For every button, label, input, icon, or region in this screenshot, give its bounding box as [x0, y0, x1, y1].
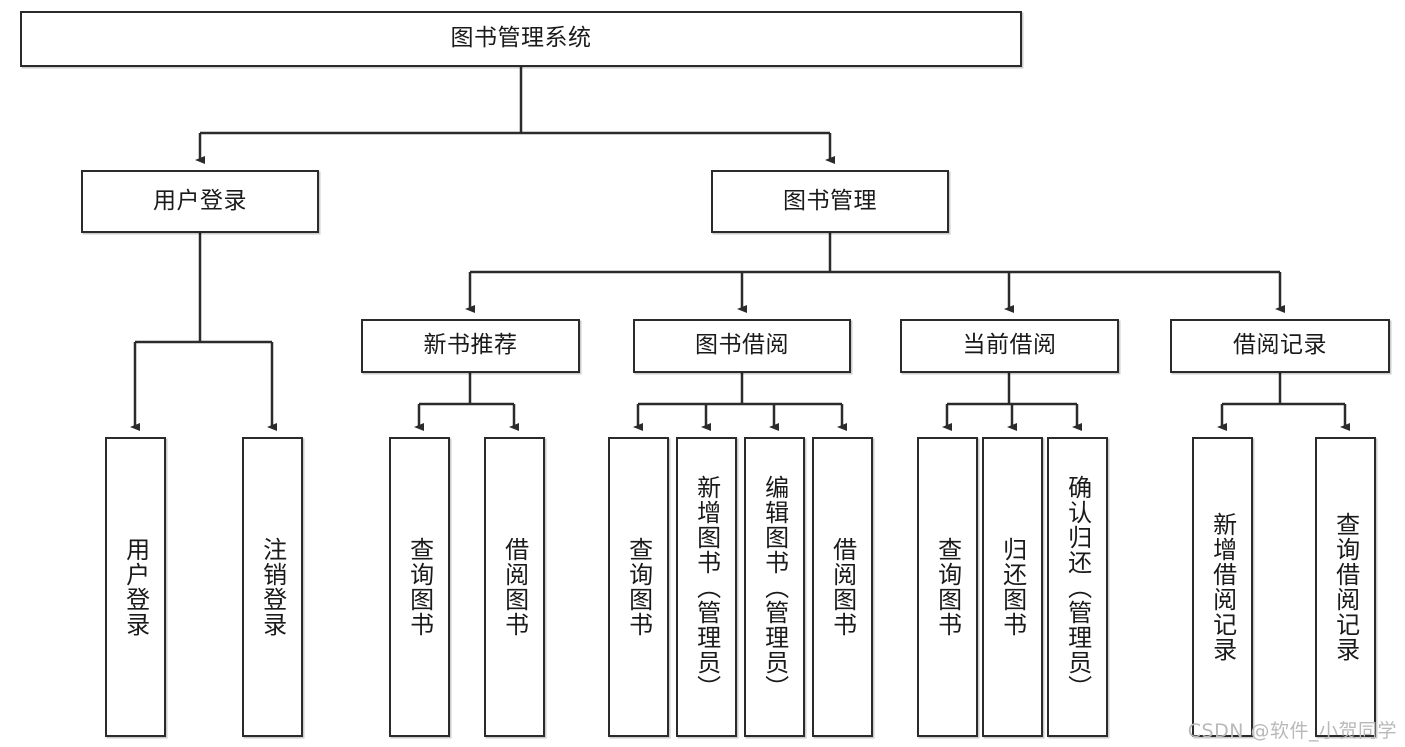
node-label: 查询借阅记录: [1331, 512, 1360, 662]
leaf-query-book-recommend[interactable]: 查询图书: [389, 437, 450, 737]
node-label: 新增图书（管理员）: [692, 474, 721, 700]
node-label: 查询图书: [933, 537, 962, 637]
leaf-borrow-book[interactable]: 借阅图书: [812, 437, 873, 737]
leaf-user-login[interactable]: 用户登录: [105, 437, 166, 737]
node-book-management[interactable]: 图书管理: [711, 170, 949, 233]
leaf-query-book-borrow[interactable]: 查询图书: [608, 437, 669, 737]
leaf-confirm-return-admin[interactable]: 确认归还（管理员）: [1047, 437, 1108, 737]
node-book-borrow[interactable]: 图书借阅: [633, 319, 851, 373]
node-new-book-recommend[interactable]: 新书推荐: [361, 319, 580, 373]
node-label: 借阅图书: [500, 537, 529, 637]
node-label: 用户登录: [121, 537, 150, 637]
leaf-query-book-current[interactable]: 查询图书: [917, 437, 978, 737]
leaf-add-borrow-record[interactable]: 新增借阅记录: [1192, 437, 1253, 737]
leaf-edit-book-admin[interactable]: 编辑图书（管理员）: [744, 437, 805, 737]
leaf-query-borrow-record[interactable]: 查询借阅记录: [1315, 437, 1376, 737]
node-label: 编辑图书（管理员）: [760, 474, 789, 700]
node-user-login[interactable]: 用户登录: [81, 170, 319, 233]
leaf-borrow-book-recommend[interactable]: 借阅图书: [484, 437, 545, 737]
node-label: 新书推荐: [423, 332, 518, 359]
node-label: 归还图书: [998, 537, 1027, 637]
node-label: 借阅记录: [1233, 332, 1327, 359]
node-label: 查询图书: [405, 537, 434, 637]
node-label: 当前借阅: [962, 332, 1057, 359]
node-label: 注销登录: [258, 537, 287, 637]
node-label: 新增借阅记录: [1208, 512, 1237, 662]
node-borrow-record[interactable]: 借阅记录: [1170, 319, 1390, 373]
node-root[interactable]: 图书管理系统: [20, 11, 1022, 67]
node-current-borrow[interactable]: 当前借阅: [900, 319, 1119, 373]
csdn-watermark: CSDN @软件_小贺同学: [1187, 720, 1397, 742]
node-label: 图书管理系统: [450, 25, 592, 52]
node-label: 确认归还（管理员）: [1063, 474, 1092, 700]
leaf-logout[interactable]: 注销登录: [242, 437, 303, 737]
node-label: 借阅图书: [828, 537, 857, 637]
leaf-add-book-admin[interactable]: 新增图书（管理员）: [676, 437, 737, 737]
node-label: 图书借阅: [695, 332, 789, 359]
node-label: 用户登录: [153, 187, 247, 214]
node-label: 图书管理: [783, 187, 877, 214]
node-label: 查询图书: [624, 537, 653, 637]
leaf-return-book[interactable]: 归还图书: [982, 437, 1043, 737]
